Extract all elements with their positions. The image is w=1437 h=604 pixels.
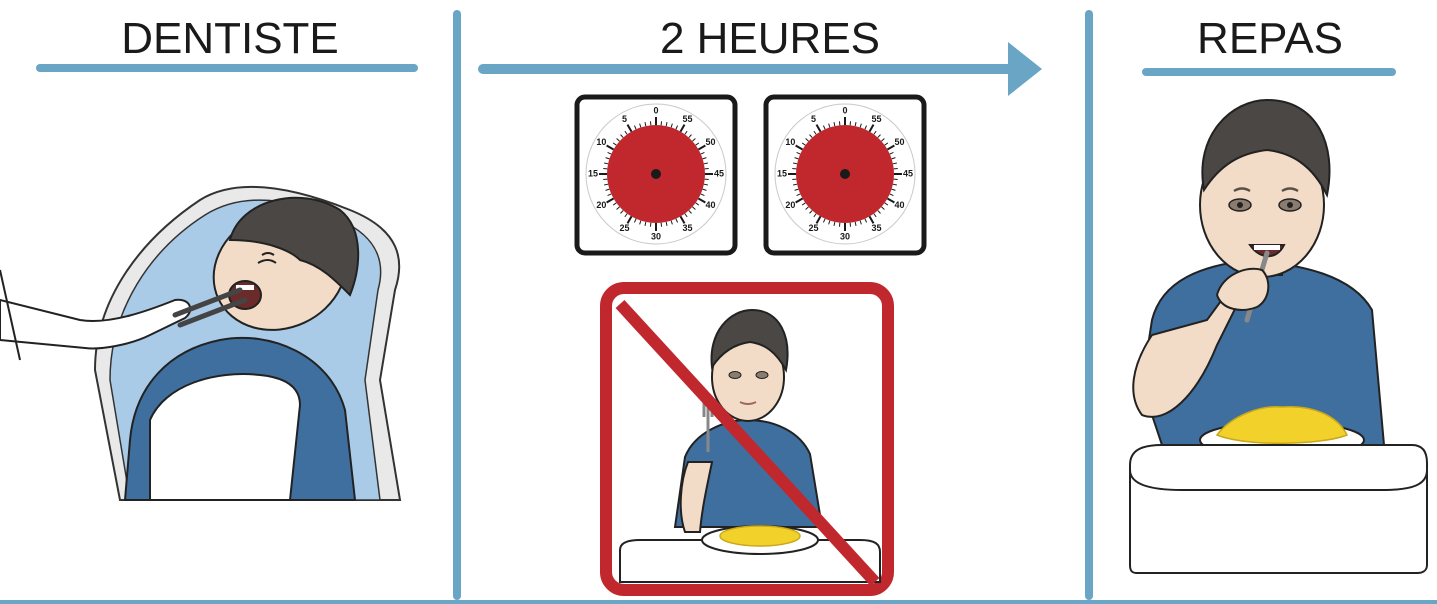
panel-title-underline-meal bbox=[1142, 66, 1398, 78]
panel-title-dentist: DENTISTE bbox=[90, 14, 370, 64]
timer-label: 15 bbox=[777, 168, 787, 178]
timer-label: 0 bbox=[653, 105, 658, 115]
timer-label: 15 bbox=[588, 168, 598, 178]
timer-label: 25 bbox=[808, 223, 818, 233]
panel-title-meal: REPAS bbox=[1150, 14, 1390, 64]
timer-label: 40 bbox=[706, 200, 716, 210]
timer-label: 10 bbox=[596, 137, 606, 147]
panel-divider-right bbox=[1085, 10, 1093, 600]
boy-eating-illustration bbox=[1122, 95, 1432, 575]
timer-label: 35 bbox=[682, 223, 692, 233]
timer-label: 50 bbox=[895, 137, 905, 147]
timer-label: 5 bbox=[622, 114, 627, 124]
bottom-rule bbox=[0, 600, 1437, 604]
timer-label: 35 bbox=[871, 223, 881, 233]
panel-title-underline-dentist bbox=[36, 62, 420, 74]
timer-center bbox=[840, 169, 850, 179]
table bbox=[1130, 445, 1427, 573]
timer-label: 40 bbox=[895, 200, 905, 210]
timer-label: 55 bbox=[871, 114, 881, 124]
timer-label: 30 bbox=[651, 231, 661, 241]
timer-label: 50 bbox=[706, 137, 716, 147]
time-arrow bbox=[478, 40, 1044, 100]
timer-label: 5 bbox=[811, 114, 816, 124]
timer-label: 25 bbox=[619, 223, 629, 233]
dental-bib bbox=[150, 374, 300, 500]
timer-clock-icon: 0 5 10 15 20 25 30 35 40 45 50 55 bbox=[574, 94, 738, 256]
no-eating-prohibition-sign bbox=[600, 282, 894, 596]
panel-divider-left bbox=[453, 10, 461, 600]
timer-label: 30 bbox=[840, 231, 850, 241]
timer-label: 10 bbox=[785, 137, 795, 147]
timer-label: 55 bbox=[682, 114, 692, 124]
timer-clock-icon: 0 5 10 15 20 25 30 35 40 45 50 55 bbox=[763, 94, 927, 256]
dentist-illustration bbox=[0, 180, 420, 500]
timer-center bbox=[651, 169, 661, 179]
timer-label: 20 bbox=[785, 200, 795, 210]
timer-label: 45 bbox=[903, 168, 913, 178]
timer-label: 20 bbox=[596, 200, 606, 210]
timer-label: 45 bbox=[714, 168, 724, 178]
timer-label: 0 bbox=[842, 105, 847, 115]
